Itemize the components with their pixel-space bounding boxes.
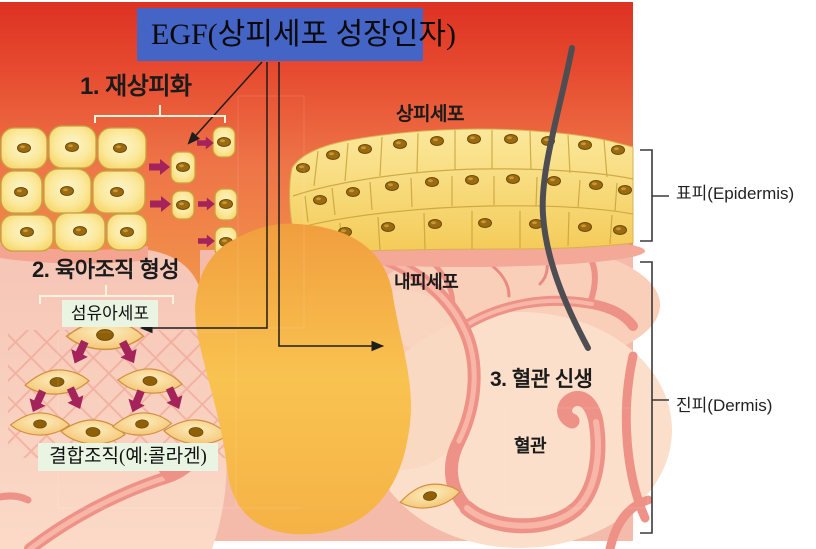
title-box: EGF(상피세포 성장인자): [137, 8, 456, 61]
epidermis-label: 표피(Epidermis): [676, 184, 795, 203]
hair-icon: [539, 45, 591, 351]
blood-vessel-label: 혈관: [514, 436, 547, 456]
step-1-label: 1. 재상피화: [80, 73, 192, 100]
fibroblast-label: 섬유아세포: [62, 300, 158, 327]
epidermis-bracket: [640, 149, 669, 242]
egf-connector-arrows: [139, 61, 385, 352]
dermis-label: 진피(Dermis): [676, 396, 773, 415]
endothelial-cells-label: 내피세포: [394, 272, 459, 292]
left-epidermis-base: [0, 242, 148, 264]
layer-brackets: [640, 149, 669, 534]
step-3-label: 3. 혈관 신생: [490, 368, 593, 391]
step-2-label: 2. 육아조직 형성: [32, 257, 180, 282]
wound-clot-graphic: [195, 223, 411, 535]
faint-grid-lines: [57, 95, 649, 509]
epithelial-cells-label: 상피세포: [396, 104, 464, 125]
step-brackets: [39, 105, 226, 304]
connective-tissue-label: 결합조직(예:콜라겐): [38, 443, 218, 471]
dermis-bracket: [640, 261, 669, 534]
diagram-title: EGF(상피세포 성장인자): [151, 18, 456, 51]
